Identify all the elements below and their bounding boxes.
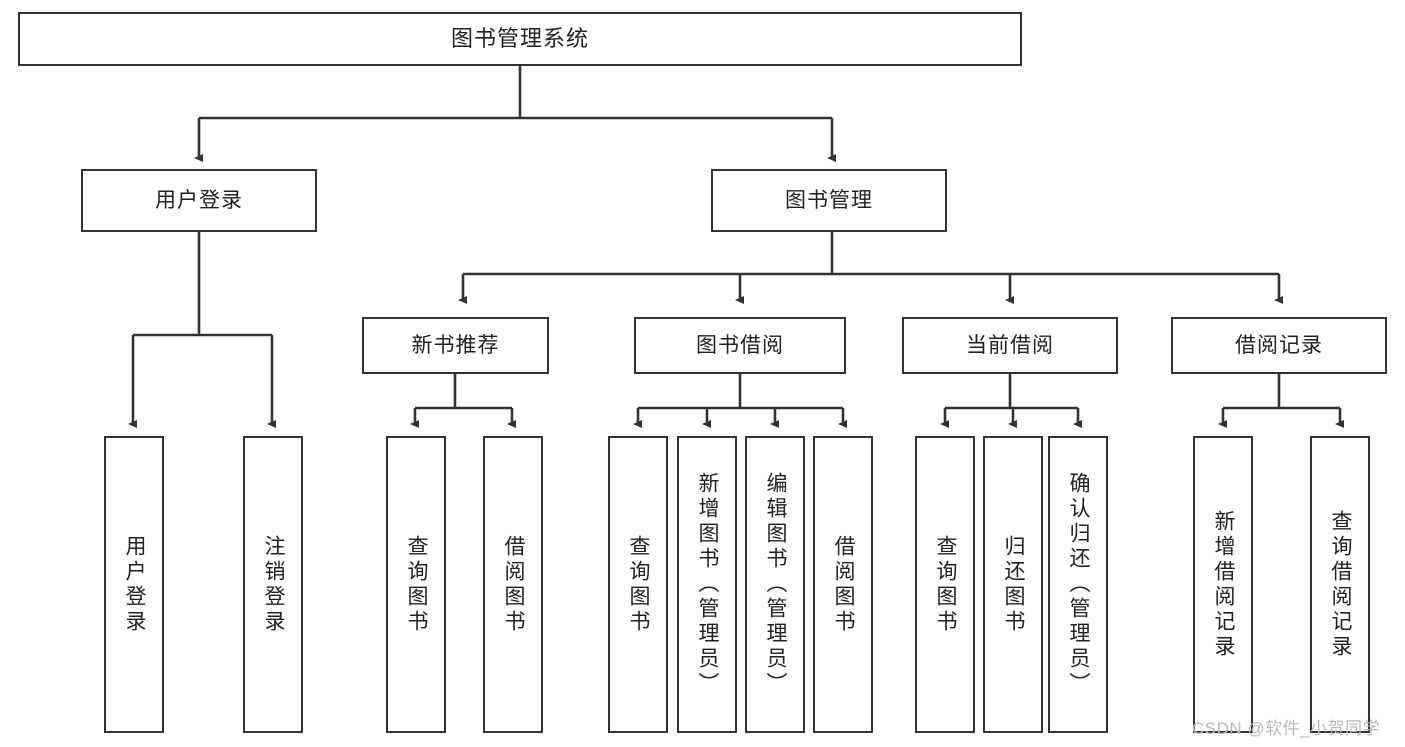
node-label: 借阅图书 <box>502 534 526 635</box>
node-label: 用户登录 <box>155 188 243 212</box>
node-label: 当前借阅 <box>966 333 1054 357</box>
node-label: 新增图书（管理员） <box>696 472 720 697</box>
node-label: 新书推荐 <box>411 333 500 357</box>
leaf-new-book-borrow[interactable]: 借阅图书 <box>483 436 543 733</box>
node-book-management[interactable]: 图书管理 <box>711 169 947 232</box>
node-label: 借阅图书 <box>832 534 856 635</box>
node-new-book-recommend[interactable]: 新书推荐 <box>362 317 549 374</box>
node-root-system[interactable]: 图书管理系统 <box>18 12 1022 66</box>
node-label: 查询借阅记录 <box>1329 509 1353 660</box>
node-current-borrow[interactable]: 当前借阅 <box>902 317 1118 374</box>
node-label: 注销登录 <box>262 534 286 635</box>
node-label: 图书管理系统 <box>450 25 589 51</box>
csdn-watermark: CSDN @软件_小贺同学 <box>1192 719 1381 738</box>
node-label: 查询图书 <box>627 534 651 635</box>
leaf-user-login-login[interactable]: 用户登录 <box>104 436 164 733</box>
leaf-book-borrow-edit[interactable]: 编辑图书（管理员） <box>745 436 805 733</box>
leaf-borrow-record-add[interactable]: 新增借阅记录 <box>1193 436 1253 733</box>
node-label: 借阅记录 <box>1235 333 1323 357</box>
leaf-current-borrow-return[interactable]: 归还图书 <box>983 436 1043 733</box>
leaf-book-borrow-add[interactable]: 新增图书（管理员） <box>677 436 737 733</box>
node-label: 查询图书 <box>934 534 958 635</box>
node-label: 用户登录 <box>123 534 147 635</box>
node-user-login[interactable]: 用户登录 <box>81 169 317 232</box>
leaf-borrow-record-query[interactable]: 查询借阅记录 <box>1310 436 1370 733</box>
leaf-user-login-logout[interactable]: 注销登录 <box>243 436 303 733</box>
leaf-current-borrow-confirm-return[interactable]: 确认归还（管理员） <box>1048 436 1108 733</box>
node-label: 确认归还（管理员） <box>1067 472 1091 697</box>
node-label: 查询图书 <box>405 534 429 635</box>
node-borrow-record[interactable]: 借阅记录 <box>1171 317 1387 374</box>
node-label: 新增借阅记录 <box>1212 509 1236 660</box>
node-book-borrow[interactable]: 图书借阅 <box>634 317 846 374</box>
leaf-current-borrow-query[interactable]: 查询图书 <box>915 436 975 733</box>
node-label: 图书管理 <box>785 188 873 212</box>
node-label: 编辑图书（管理员） <box>764 472 788 697</box>
node-label: 归还图书 <box>1002 534 1026 635</box>
node-label: 图书借阅 <box>696 333 784 357</box>
leaf-book-borrow-borrow[interactable]: 借阅图书 <box>813 436 873 733</box>
leaf-new-book-query[interactable]: 查询图书 <box>386 436 446 733</box>
leaf-book-borrow-query[interactable]: 查询图书 <box>608 436 668 733</box>
